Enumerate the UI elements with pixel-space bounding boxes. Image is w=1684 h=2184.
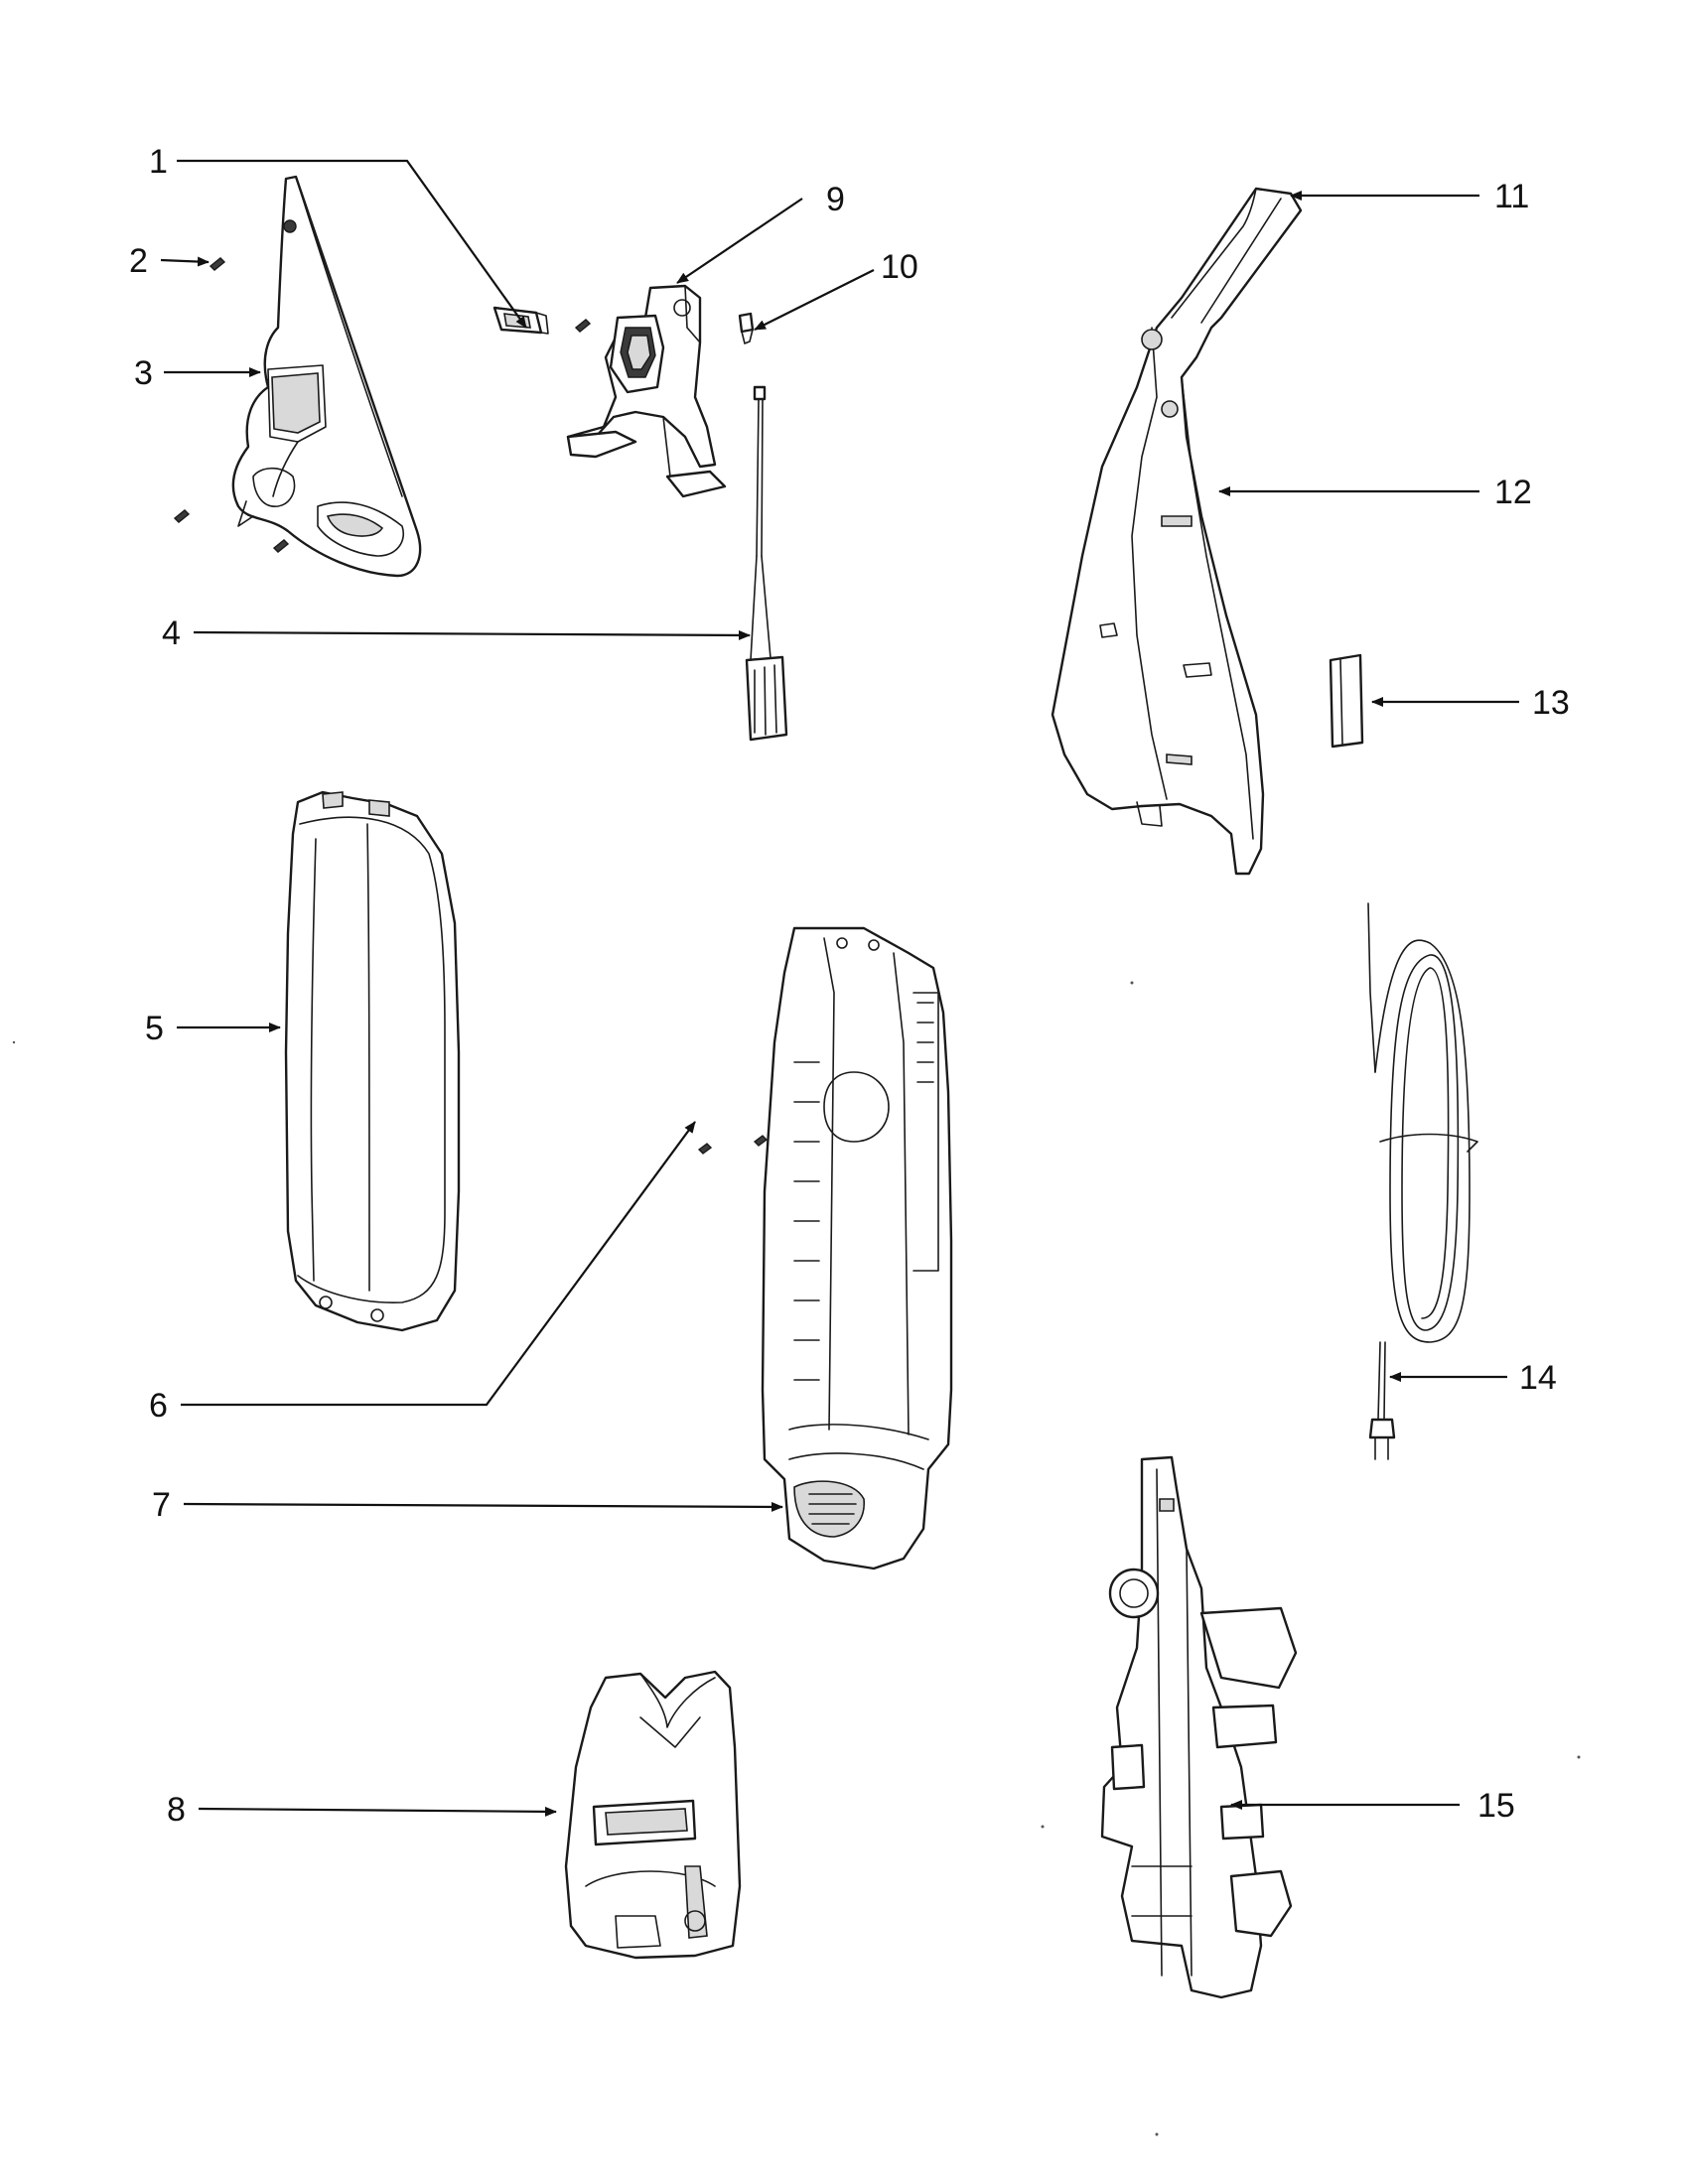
callout-13: 13: [1532, 684, 1570, 722]
part-13-cord-clip: [1329, 653, 1364, 749]
part-2-screw: [173, 257, 592, 553]
leader-2: [160, 256, 210, 267]
part-6-screw: [697, 1135, 769, 1155]
part-15-base-frame: [1100, 1455, 1298, 1999]
callout-labels: 1 2 3 4 5 6 7 8 9 10 11 12 13 14 15: [129, 143, 1570, 1829]
part-7-body-housing: [761, 926, 953, 1570]
part-3-front-housing: [231, 175, 422, 578]
callout-14: 14: [1519, 1359, 1557, 1397]
leader-9: [676, 198, 803, 284]
part-14-power-cord: [1367, 902, 1478, 1460]
leader-10: [754, 269, 875, 331]
callout-4: 4: [162, 614, 181, 652]
callout-12: 12: [1494, 474, 1532, 511]
part-9-switch-bracket: [566, 284, 727, 498]
leader-8: [198, 1806, 557, 1817]
callout-6: 6: [149, 1387, 168, 1425]
leader-7: [183, 1501, 783, 1512]
part-10-connector: [738, 312, 755, 344]
callout-10: 10: [881, 248, 918, 286]
callout-8: 8: [167, 1791, 186, 1829]
callout-7: 7: [152, 1486, 171, 1524]
callout-11: 11: [1494, 178, 1529, 215]
part-12-handle: [1051, 187, 1303, 876]
callout-1: 1: [149, 143, 168, 181]
callout-5: 5: [145, 1010, 164, 1047]
part-8-motor-housing: [564, 1670, 742, 1960]
scan-specks: [12, 981, 1581, 2136]
leader-1: [177, 159, 527, 329]
callout-leaders: [160, 159, 1519, 1817]
callout-2: 2: [129, 242, 148, 280]
part-1-switch: [492, 306, 549, 335]
callout-3: 3: [134, 354, 153, 392]
part-5-bag-door: [284, 790, 461, 1332]
leader-4: [193, 629, 751, 640]
leader-6: [181, 1121, 696, 1407]
callout-9: 9: [826, 181, 845, 218]
callout-15: 15: [1477, 1787, 1515, 1825]
part-4-wire-harness: [745, 385, 788, 742]
